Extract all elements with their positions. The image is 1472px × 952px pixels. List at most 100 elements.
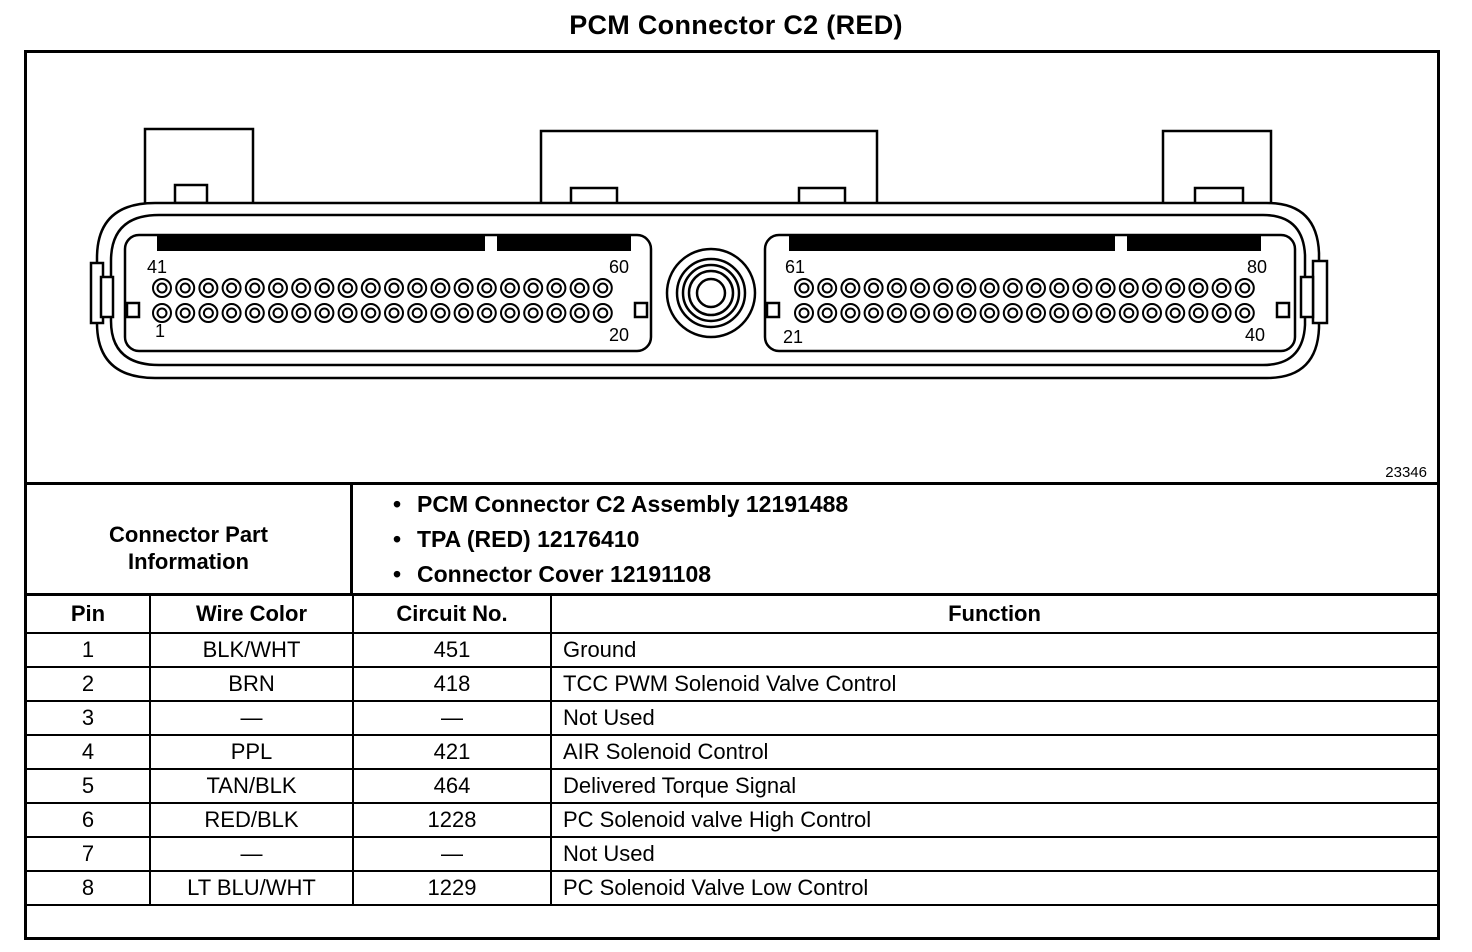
pin-hole-inner	[1123, 307, 1135, 319]
wire-color-cell: TAN/BLK	[149, 768, 354, 804]
pin-hole-inner	[984, 307, 996, 319]
table-row: 5 TAN/BLK 464 Delivered Torque Signal	[27, 768, 1437, 804]
pin-hole-inner	[914, 282, 926, 294]
circuit-cell: 418	[352, 666, 552, 702]
function-cell: Not Used	[550, 700, 1437, 736]
pin-hole-inner	[249, 282, 261, 294]
pin-hole-inner	[1053, 282, 1065, 294]
pin-hole-inner	[1216, 307, 1228, 319]
pin-hole-inner	[1192, 282, 1204, 294]
pin-hole-inner	[1123, 282, 1135, 294]
pin-hole-inner	[891, 282, 903, 294]
pin-hole-inner	[272, 307, 284, 319]
left-key-square	[125, 301, 141, 319]
wire-color-cell: PPL	[149, 734, 354, 770]
pin-hole-inner	[295, 307, 307, 319]
pin-hole-inner	[1239, 307, 1251, 319]
pin-cell: 7	[27, 836, 151, 872]
table-row: 3 — — Not Used	[27, 700, 1437, 736]
right-key-square-2	[1275, 301, 1291, 319]
pin-cell: 2	[27, 666, 151, 702]
pin-hole-inner	[1007, 307, 1019, 319]
function-cell: Not Used	[550, 836, 1437, 872]
connector-drawing: 41 60 1 20 61 80 21 40 23346	[89, 127, 1427, 481]
pin-hole-inner	[550, 307, 562, 319]
circuit-cell: —	[352, 836, 552, 872]
pin-hole-inner	[504, 282, 516, 294]
circuit-cell: 1229	[352, 870, 552, 906]
pin-hole-inner	[202, 282, 214, 294]
wire-color-cell: —	[149, 700, 354, 736]
function-cell: Delivered Torque Signal	[550, 768, 1437, 804]
right-tpa-bar-1	[789, 235, 1115, 251]
pin-label-60: 60	[609, 257, 629, 277]
pin-hole-inner	[821, 307, 833, 319]
pin-hole-inner	[937, 307, 949, 319]
pin-hole-inner	[434, 307, 446, 319]
circuit-cell: 1228	[352, 802, 552, 838]
pin-hole-inner	[844, 307, 856, 319]
table-row: 4 PPL 421 AIR Solenoid Control	[27, 734, 1437, 770]
pin-hole-inner	[342, 307, 354, 319]
pin-hole-inner	[574, 282, 586, 294]
center-post-icon	[665, 247, 757, 339]
pin-hole-inner	[527, 282, 539, 294]
pin-hole-inner	[868, 307, 880, 319]
left-latch-tab	[173, 183, 209, 205]
pin-cell: 3	[27, 700, 151, 736]
function-cell: TCC PWM Solenoid Valve Control	[550, 666, 1437, 702]
pin-hole-inner	[597, 307, 609, 319]
left-tpa-bar-2	[497, 235, 631, 251]
table-row: 8 LT BLU/WHT 1229 PC Solenoid Valve Low …	[27, 870, 1437, 906]
pin-hole-inner	[891, 307, 903, 319]
part-info-item: Connector Cover 12191108	[369, 557, 848, 592]
pin-hole-inner	[318, 282, 330, 294]
figure-number: 23346	[1385, 464, 1427, 481]
pin-hole-inner	[1030, 307, 1042, 319]
header-function: Function	[550, 596, 1437, 634]
pin-hole-inner	[179, 282, 191, 294]
pin-hole-inner	[550, 282, 562, 294]
pin-hole-inner	[434, 282, 446, 294]
pin-hole-inner	[458, 307, 470, 319]
pin-hole-inner	[1076, 282, 1088, 294]
pin-hole-inner	[156, 307, 168, 319]
pin-hole-inner	[365, 282, 377, 294]
pin-hole-inner	[1169, 282, 1181, 294]
pin-hole-inner	[179, 307, 191, 319]
pin-cell: 4	[27, 734, 151, 770]
pin-hole-inner	[388, 307, 400, 319]
function-cell: Ground	[550, 632, 1437, 668]
pin-hole-inner	[249, 307, 261, 319]
pin-hole-inner	[156, 282, 168, 294]
pin-hole-inner	[388, 282, 400, 294]
pin-hole-inner	[914, 307, 926, 319]
circuit-cell: 421	[352, 734, 552, 770]
pin-hole-inner	[798, 307, 810, 319]
pin-hole-inner	[821, 282, 833, 294]
pin-hole-inner	[226, 282, 238, 294]
circuit-cell: 464	[352, 768, 552, 804]
pin-label-40: 40	[1245, 325, 1265, 345]
pin-hole-inner	[458, 282, 470, 294]
wire-color-cell: RED/BLK	[149, 802, 354, 838]
pin-array	[152, 278, 1255, 323]
pinout-table: Pin Wire Color Circuit No. Function 1 BL…	[27, 596, 1437, 906]
right-key-square	[765, 301, 781, 319]
pin-cell: 8	[27, 870, 151, 906]
pin-hole-inner	[937, 282, 949, 294]
left-clip-inner	[99, 275, 115, 319]
pin-hole-inner	[1100, 307, 1112, 319]
part-info-label: Connector Part Information	[27, 485, 353, 593]
circuit-cell: 451	[352, 632, 552, 668]
page-title: PCM Connector C2 (RED)	[569, 10, 903, 40]
right-clip	[1311, 259, 1329, 325]
table-row: 1 BLK/WHT 451 Ground	[27, 632, 1437, 668]
pin-label-61: 61	[785, 257, 805, 277]
part-info-list: PCM Connector C2 Assembly 12191488 TPA (…	[369, 487, 848, 592]
pin-hole-inner	[1192, 307, 1204, 319]
pin-hole-inner	[960, 282, 972, 294]
pin-hole-inner	[1146, 307, 1158, 319]
header-pin: Pin	[27, 596, 151, 634]
function-cell: AIR Solenoid Control	[550, 734, 1437, 770]
